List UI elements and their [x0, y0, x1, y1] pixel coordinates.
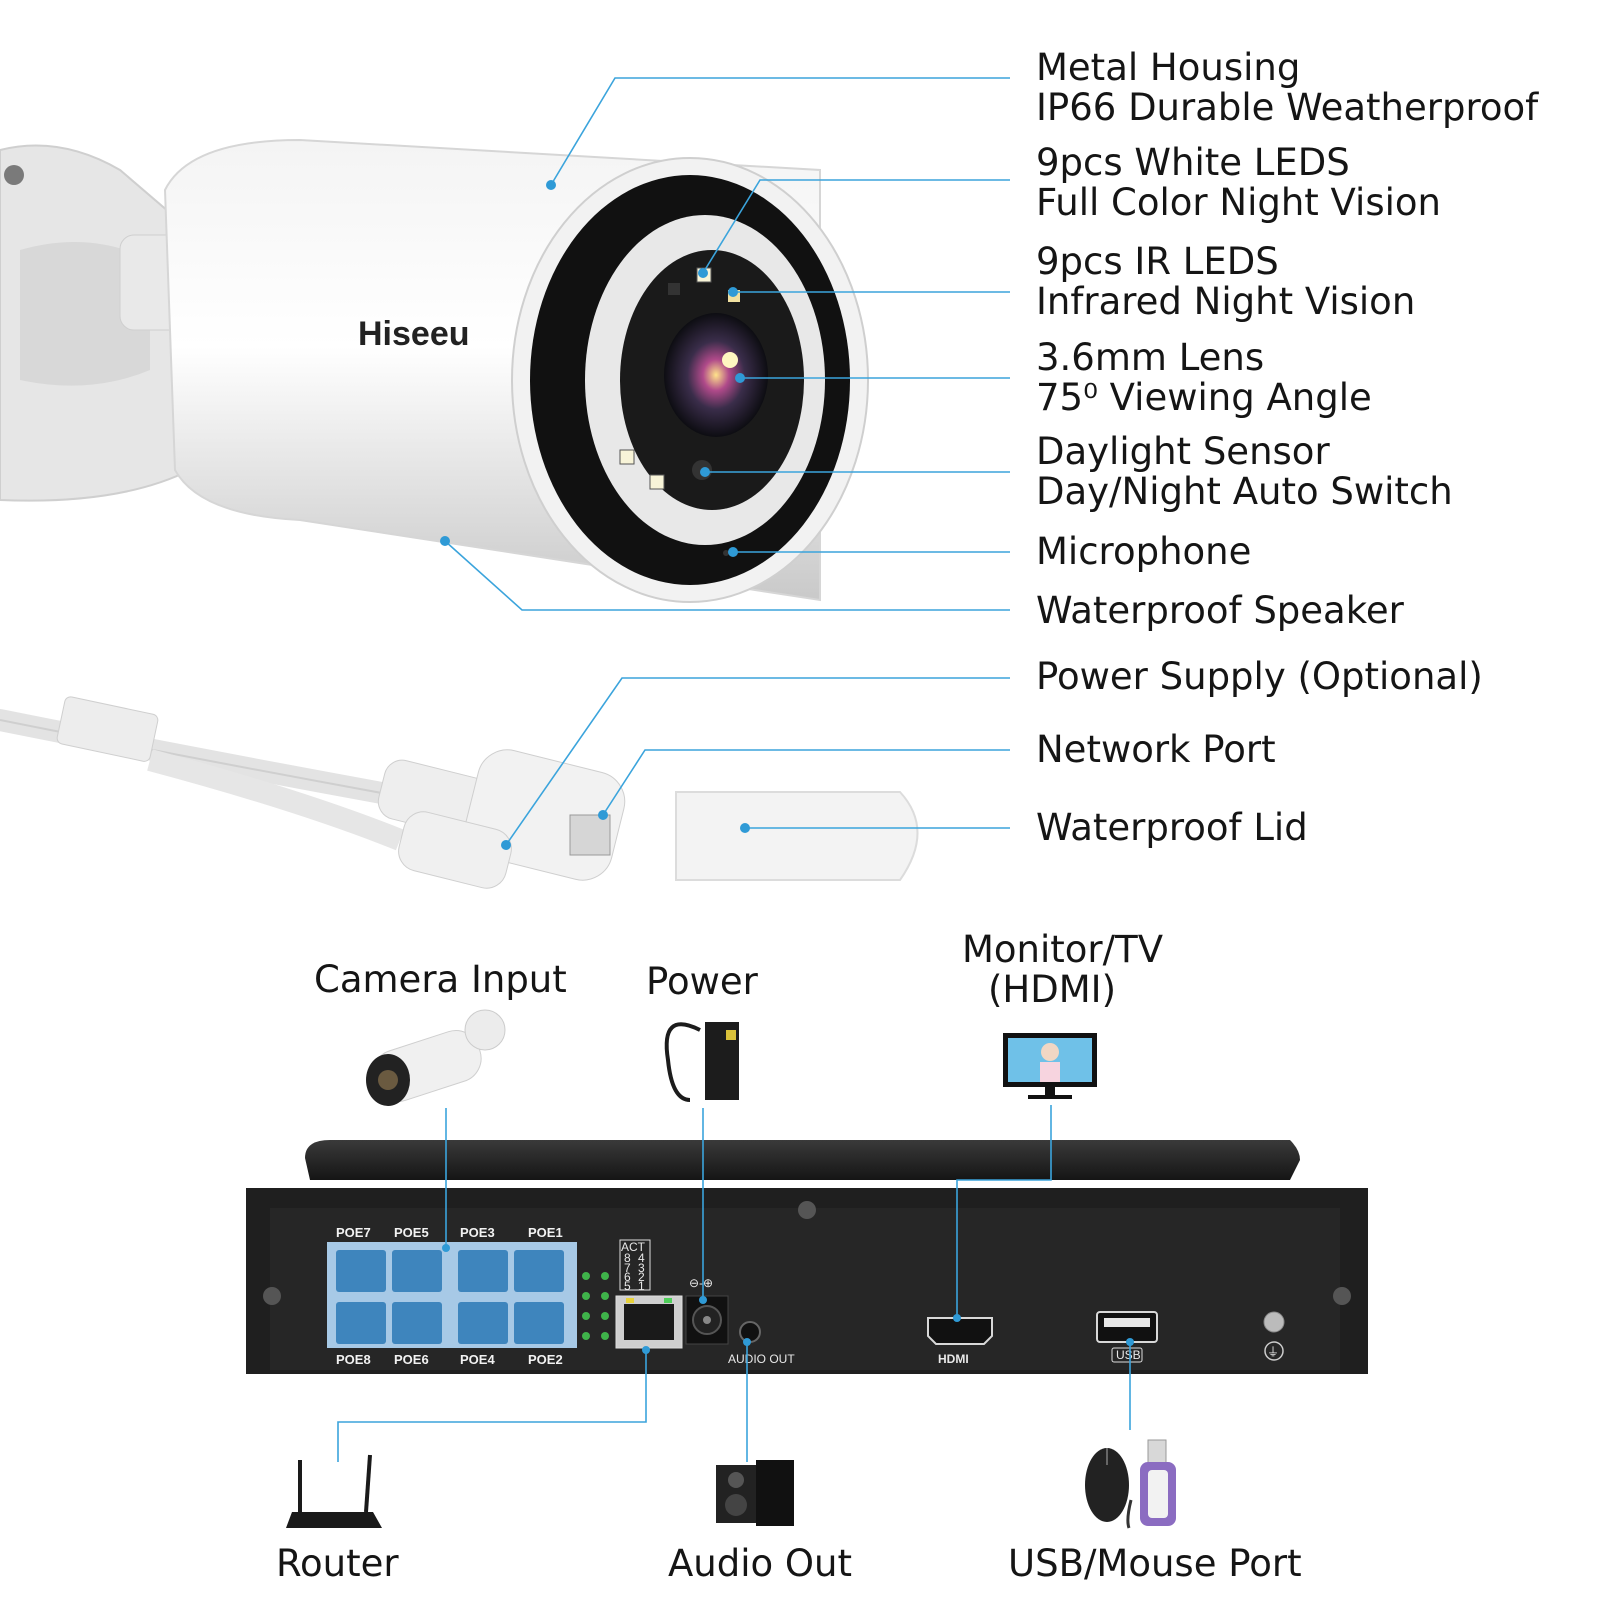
- router-icon: [286, 1454, 382, 1528]
- feature-network-port: Network Port: [1036, 730, 1276, 770]
- bullet-camera: [0, 138, 869, 603]
- feature-subtitle: Full Color Night Vision: [1036, 181, 1441, 224]
- feature-title: Metal Housing: [1036, 46, 1301, 89]
- feature-microphone: Microphone: [1036, 532, 1251, 572]
- feature-metal-housing: Metal Housing IP66 Durable Weatherproof: [1036, 48, 1538, 128]
- ground-screw: ⏚: [1263, 1311, 1285, 1361]
- poe-label: POE7: [336, 1225, 371, 1240]
- label-audio-out: Audio Out: [668, 1542, 853, 1585]
- monitor-icon: [1003, 1033, 1097, 1099]
- waterproof-lid: [675, 791, 919, 881]
- lan-port: [615, 1295, 683, 1349]
- feature-ir-leds: 9pcs IR LEDS Infrared Night Vision: [1036, 242, 1415, 322]
- act-label: ACT: [621, 1240, 646, 1254]
- label-monitor-line2: (HDMI): [987, 968, 1117, 1011]
- label-camera-input: Camera Input: [314, 958, 567, 1001]
- act-digit: 3: [638, 1261, 645, 1275]
- poe-label: POE2: [528, 1352, 563, 1367]
- camera-cable: [0, 696, 626, 889]
- act-indicator-grid: ACT 8 4 7 3 6 2 5 1: [619, 1239, 651, 1293]
- poe-port-block: POE7 POE5 POE3 POE1 POE8 POE6 POE4 POE2: [327, 1225, 609, 1367]
- connection-leaders: [337, 1105, 1134, 1462]
- label-usb-mouse-port: USB/Mouse Port: [1008, 1542, 1302, 1585]
- act-digit: 1: [638, 1279, 645, 1293]
- feature-title: 9pcs White LEDS: [1036, 141, 1350, 184]
- feature-title: Waterproof Speaker: [1036, 589, 1404, 632]
- act-digit: 7: [624, 1261, 631, 1275]
- ground-symbol: ⏚: [1267, 1345, 1279, 1359]
- feature-title: Power Supply (Optional): [1036, 655, 1483, 698]
- poe-label: POE5: [394, 1225, 429, 1240]
- label-monitor-line1: Monitor/TV: [962, 928, 1164, 971]
- feature-power-supply: Power Supply (Optional): [1036, 657, 1483, 697]
- act-digit: 4: [638, 1251, 645, 1265]
- feature-title: 3.6mm Lens: [1036, 336, 1265, 379]
- label-power: Power: [646, 960, 758, 1003]
- poe-label: POE3: [460, 1225, 495, 1240]
- camera-icon: [366, 1009, 506, 1106]
- brand-logo: Hiseeu: [358, 315, 470, 353]
- feature-subtitle: Day/Night Auto Switch: [1036, 470, 1453, 513]
- feature-subtitle: IP66 Durable Weatherproof: [1036, 86, 1539, 129]
- poe-label: POE4: [460, 1352, 495, 1367]
- feature-speaker: Waterproof Speaker: [1036, 591, 1404, 631]
- feature-lens: 3.6mm Lens 75⁰ Viewing Angle: [1036, 338, 1372, 418]
- power-jack: ⊖-⊕: [685, 1276, 729, 1345]
- power-symbol: ⊖-⊕: [689, 1276, 713, 1290]
- feature-white-leds: 9pcs White LEDS Full Color Night Vision: [1036, 143, 1441, 223]
- audio-out-port-label: AUDIO OUT: [728, 1352, 795, 1366]
- feature-title: Network Port: [1036, 728, 1276, 771]
- poe-label: POE6: [394, 1352, 429, 1367]
- poe-label: POE1: [528, 1225, 563, 1240]
- poe-label: POE8: [336, 1352, 371, 1367]
- label-monitor: Monitor/TV (HDMI): [962, 928, 1164, 1011]
- mouse-usb-icon: [1085, 1439, 1176, 1529]
- speaker-icon: [716, 1460, 794, 1526]
- usb-port: USB: [1096, 1311, 1158, 1363]
- act-digit: 5: [624, 1279, 631, 1293]
- feature-leaders: [440, 77, 1010, 850]
- feature-title: Daylight Sensor: [1036, 430, 1330, 473]
- hdmi-port-label: HDMI: [938, 1352, 969, 1366]
- feature-title: Waterproof Lid: [1036, 806, 1308, 849]
- feature-title: Microphone: [1036, 530, 1252, 573]
- feature-title: 9pcs IR LEDS: [1036, 240, 1279, 283]
- act-digit: 2: [638, 1270, 645, 1284]
- feature-waterproof-lid: Waterproof Lid: [1036, 808, 1308, 848]
- act-digit: 6: [624, 1270, 631, 1284]
- act-digit: 8: [624, 1251, 631, 1265]
- feature-daylight-sensor: Daylight Sensor Day/Night Auto Switch: [1036, 432, 1453, 512]
- hdmi-port: HDMI: [927, 1317, 993, 1366]
- label-router: Router: [276, 1542, 399, 1585]
- feature-subtitle: Infrared Night Vision: [1036, 280, 1416, 323]
- feature-subtitle: 75⁰ Viewing Angle: [1036, 376, 1372, 419]
- power-adapter-icon: [664, 1022, 739, 1102]
- usb-port-label: USB: [1116, 1348, 1141, 1362]
